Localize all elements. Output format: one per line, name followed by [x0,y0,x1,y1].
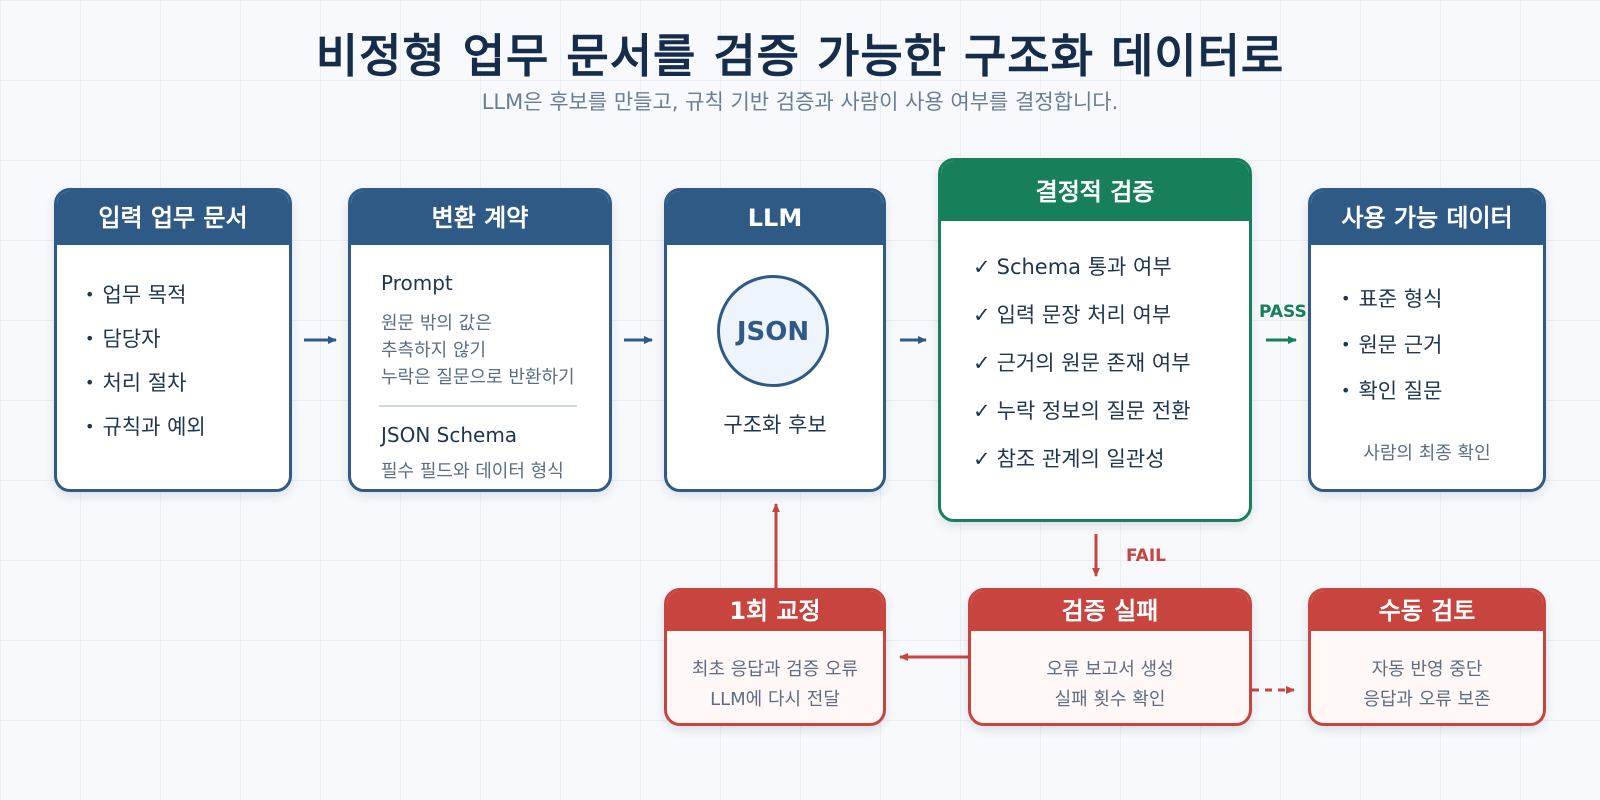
json-badge: JSON [717,275,829,387]
input-item: •규칙과 예외 [85,415,206,439]
page-subtitle: LLM은 후보를 만들고, 규칙 기반 검증과 사람이 사용 여부를 결정합니다… [481,90,1119,114]
validation-check-item: ✓근거의 원문 존재 여부 [973,351,1191,375]
output-item: •표준 형식 [1341,287,1443,311]
input-item: •업무 목적 [85,283,187,307]
fail-label: FAIL [1126,546,1166,566]
conversion-contract-card: 변환 계약 Prompt 원문 밖의 값은 추측하지 않기 누락은 질문으로 반… [348,188,612,492]
correction-line: LLM에 다시 전달 [710,689,840,710]
correction-line: 최초 응답과 검증 오류 [691,659,859,680]
usable-data-card: 사용 가능 데이터 •표준 형식 •원문 근거 •확인 질문 사람의 최종 확인 [1308,188,1546,492]
validation-failure-title: 검증 실패 [971,591,1249,631]
deterministic-validation-card: 결정적 검증 ✓Schema 통과 여부 ✓입력 문장 처리 여부 ✓근거의 원… [938,158,1252,522]
conversion-contract-title: 변환 계약 [351,191,609,245]
failure-line: 오류 보고서 생성 [1046,659,1174,680]
one-time-correction-title: 1회 교정 [667,591,883,631]
schema-description: 필수 필드와 데이터 형식 [381,461,564,482]
manual-review-card: 수동 검토 자동 반영 중단 응답과 오류 보존 [1308,588,1546,726]
output-item: •원문 근거 [1341,333,1443,357]
usable-data-title: 사용 가능 데이터 [1311,191,1543,245]
input-document-title: 입력 업무 문서 [57,191,289,245]
contract-divider [379,405,577,407]
human-final-check-note: 사람의 최종 확인 [1363,443,1491,464]
llm-caption: 구조화 후보 [723,413,827,437]
check-icon: ✓ [973,303,991,327]
schema-label: JSON Schema [381,423,518,447]
check-icon: ✓ [973,255,991,279]
prompt-label: Prompt [381,271,453,295]
llm-title: LLM [667,191,883,245]
validation-check-item: ✓Schema 통과 여부 [973,255,1172,279]
manual-line: 자동 반영 중단 [1371,659,1483,680]
input-item: •처리 절차 [85,371,187,395]
page-title: 비정형 업무 문서를 검증 가능한 구조화 데이터로 [315,29,1285,83]
output-item: •확인 질문 [1341,379,1443,403]
manual-review-title: 수동 검토 [1311,591,1543,631]
deterministic-validation-title: 결정적 검증 [941,161,1249,221]
llm-card: LLM JSON 구조화 후보 [664,188,886,492]
check-icon: ✓ [973,447,991,471]
check-icon: ✓ [973,351,991,375]
manual-line: 응답과 오류 보존 [1363,689,1491,710]
prompt-line: 원문 밖의 값은 [381,313,492,334]
input-document-card: 입력 업무 문서 •업무 목적 •담당자 •처리 절차 •규칙과 예외 [54,188,292,492]
validation-check-item: ✓참조 관계의 일관성 [973,447,1165,471]
one-time-correction-card: 1회 교정 최초 응답과 검증 오류 LLM에 다시 전달 [664,588,886,726]
failure-line: 실패 횟수 확인 [1054,689,1166,710]
validation-check-item: ✓입력 문장 처리 여부 [973,303,1172,327]
pass-label: PASS [1259,302,1307,322]
validation-check-item: ✓누락 정보의 질문 전환 [973,399,1191,423]
input-item: •담당자 [85,327,161,351]
validation-failure-card: 검증 실패 오류 보고서 생성 실패 횟수 확인 [968,588,1252,726]
check-icon: ✓ [973,399,991,423]
prompt-line: 누락은 질문으로 반환하기 [381,367,575,388]
prompt-line: 추측하지 않기 [381,340,487,361]
